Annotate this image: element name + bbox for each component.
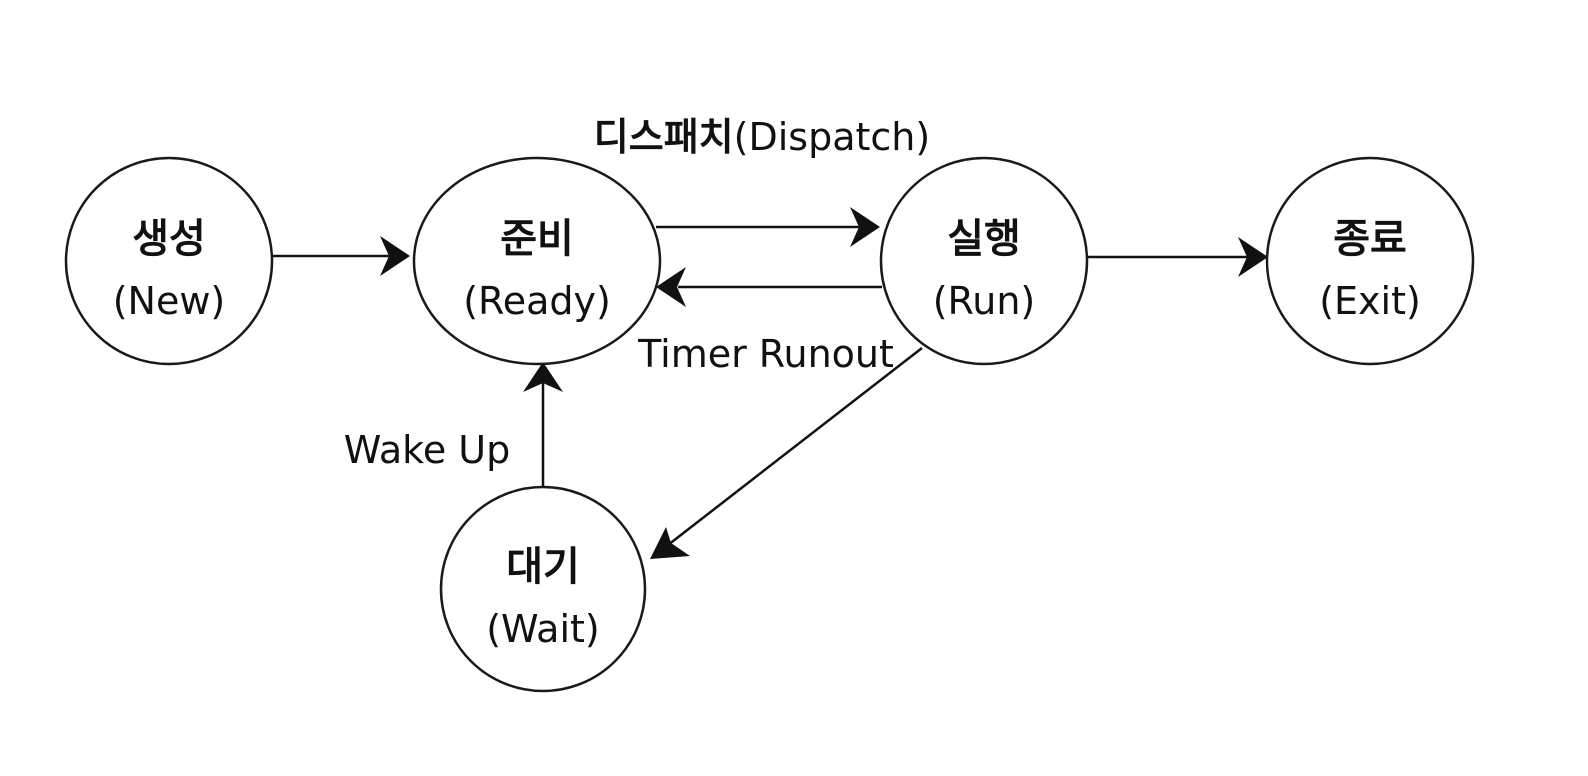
edge-run-to-ready <box>656 267 882 307</box>
edge-ready-to-run <box>656 207 880 247</box>
edge-wait-to-ready <box>523 362 563 488</box>
state-ready-ko: 준비 <box>500 216 574 262</box>
edge-run-to-exit <box>1087 237 1268 277</box>
state-exit: 종료 (Exit) <box>1265 156 1475 366</box>
label-dispatch-en: (Dispatch) <box>734 115 931 159</box>
state-wait: 대기 (Wait) <box>439 485 647 693</box>
state-wait-en: (Wait) <box>486 607 600 651</box>
state-run: 실행 (Run) <box>879 156 1089 366</box>
label-dispatch: 디스패치(Dispatch) <box>594 115 930 159</box>
state-run-ko: 실행 <box>947 216 1021 262</box>
edge-new-to-ready <box>272 236 410 276</box>
label-dispatch-ko: 디스패치 <box>594 115 734 159</box>
label-wake-up: Wake Up <box>344 428 510 472</box>
state-new-ko: 생성 <box>132 216 206 262</box>
state-exit-ko: 종료 <box>1333 216 1407 262</box>
state-wait-ko: 대기 <box>506 544 580 590</box>
state-new-en: (New) <box>113 279 226 323</box>
edge-run-to-wait <box>650 347 923 559</box>
state-exit-en: (Exit) <box>1319 279 1421 323</box>
state-new: 생성 (New) <box>64 156 274 366</box>
state-ready-en: (Ready) <box>463 279 611 323</box>
state-run-en: (Run) <box>933 279 1036 323</box>
label-timer-runout: Timer Runout <box>637 332 894 376</box>
state-ready: 준비 (Ready) <box>412 156 662 366</box>
